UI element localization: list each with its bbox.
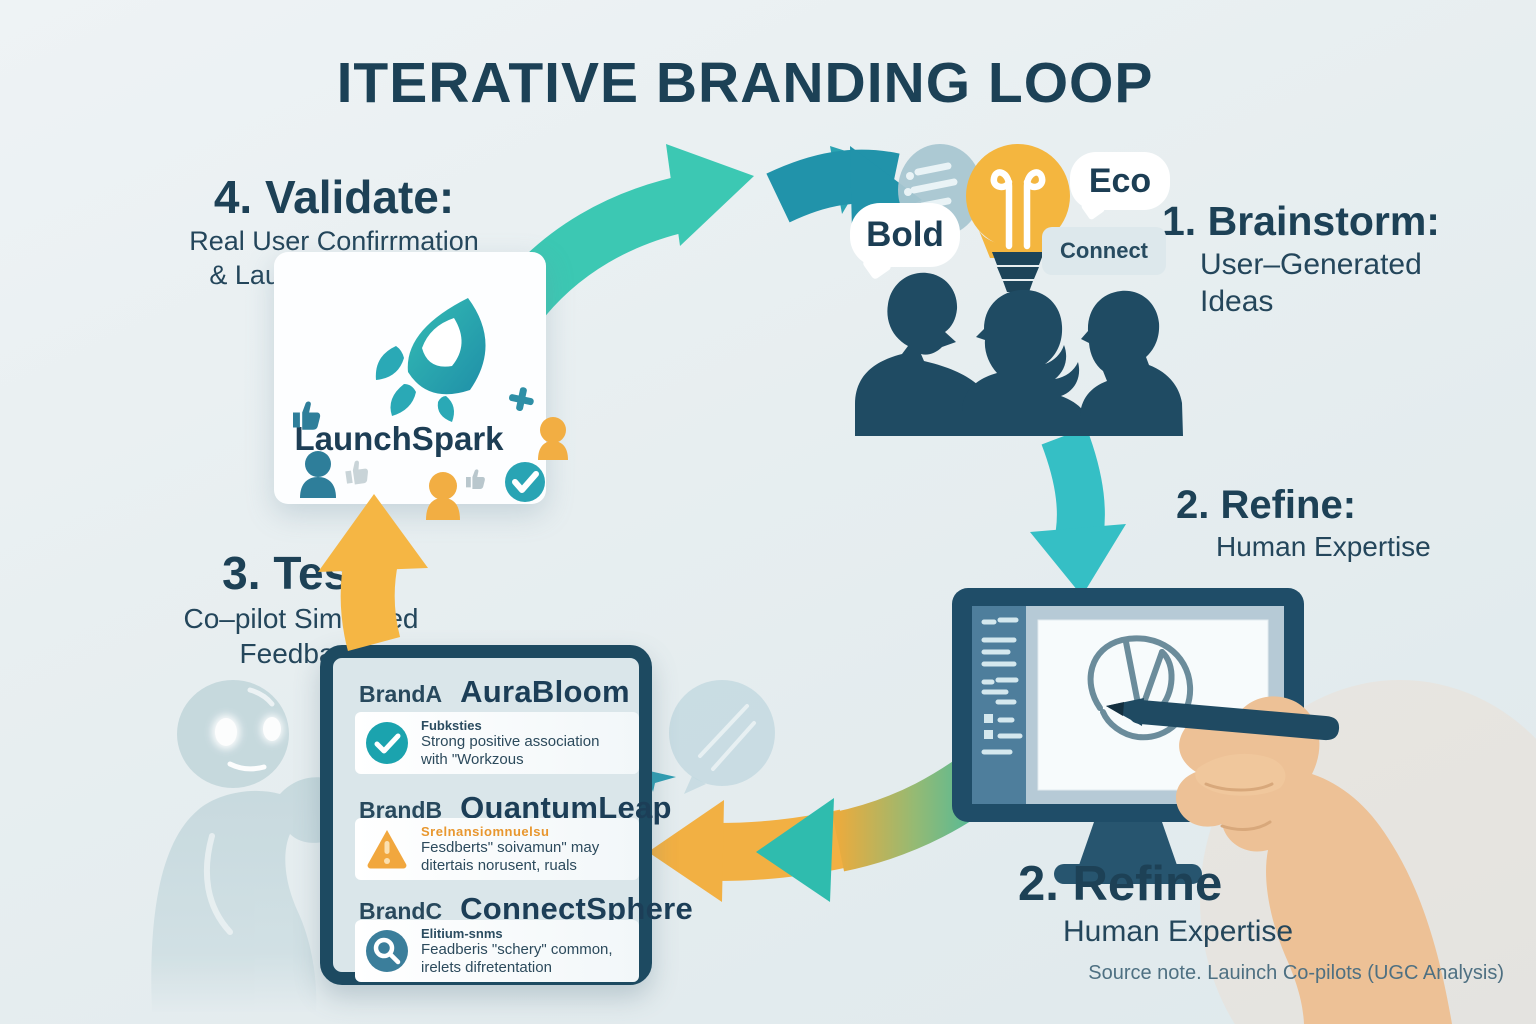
brand-feedback-card: Fubksties Strong positive association wi…	[355, 712, 639, 774]
step-refine-lower-sub: Human Expertise	[1063, 915, 1294, 948]
idea-bubble-connect: Connect	[1042, 227, 1166, 275]
step-brainstorm-sub1: User–Generated	[1200, 248, 1422, 281]
launchspark-card: LaunchSpark	[274, 252, 546, 504]
idea-bubble-connect-label: Connect	[1060, 238, 1148, 263]
loop-arrow-brainstorm-to-refine	[1030, 427, 1126, 596]
feedback-tablet: BrandA AuraBloom Fubksties Strong positi…	[320, 645, 693, 985]
brand-note-title: Srelnansiomnuelsu	[421, 824, 550, 839]
floating-speech-bubble	[669, 680, 775, 794]
brand-note-line1: Feadberis "schery" common,	[421, 941, 613, 958]
check-circle-icon	[366, 722, 408, 764]
brand-note: Fubksties Strong positive association wi…	[421, 718, 633, 768]
brand-note: Srelnansiomnuelsu Fesdberts" soivamun" m…	[421, 824, 633, 874]
step-refine-upper-sub: Human Expertise	[1216, 531, 1431, 562]
brand-note-line2: irelets difretentation	[421, 958, 552, 976]
step-validate-sub1: Real User Confirrmation	[189, 226, 479, 256]
step-brainstorm-heading: 1. Brainstorm:	[1162, 198, 1440, 244]
brand-note-line2: ditertais norusent, ruals	[421, 856, 577, 874]
step-validate-heading: 4. Validate:	[213, 171, 455, 223]
brand-note: Elitium-snms Feadberis "schery" common, …	[421, 926, 633, 976]
idea-bubble-bold-label: Bold	[866, 215, 944, 254]
brand-name: AuraBloom	[460, 674, 630, 709]
logo-sketch	[1087, 635, 1194, 741]
lightbulb-icon	[966, 144, 1070, 303]
design-monitor	[952, 588, 1304, 884]
brand-note-line2: with "Workzous	[421, 750, 524, 768]
step-refine-label-upper: 2. Refine: Human Expertise	[1176, 483, 1516, 563]
brand-name-label: LaunchSpark	[294, 420, 504, 457]
idea-bubble-eco: Eco	[1070, 152, 1170, 210]
idea-bubble-bold: Bold	[850, 203, 960, 267]
step-brainstorm: 1. Brainstorm: User–Generated Ideas	[1162, 198, 1522, 320]
loop-arrow-refine-to-test	[648, 732, 1029, 902]
brand-row-header: BrandA AuraBloom	[359, 674, 630, 710]
step-test-heading: 3. Test:	[222, 547, 380, 599]
warning-triangle-icon	[367, 830, 407, 869]
search-circle-icon	[366, 930, 408, 972]
stylus-pen-icon	[1106, 698, 1340, 741]
brand-label: BrandA	[359, 681, 443, 707]
loop-arrow-validate-to-brainstorm	[493, 144, 754, 326]
brand-note-title: Fubksties	[421, 718, 482, 733]
step-refine-upper-heading: 2. Refine:	[1176, 483, 1357, 527]
step-refine-label-lower: 2. Refine Human Expertise	[1018, 856, 1378, 949]
idea-bubble-eco-label: Eco	[1088, 161, 1152, 200]
brand-note-title: Elitium-snms	[421, 926, 503, 941]
brand-note-line1: Strong positive association	[421, 733, 600, 750]
step-refine-lower-heading: 2. Refine	[1018, 857, 1223, 911]
brand-feedback-card: Srelnansiomnuelsu Fesdberts" soivamun" m…	[355, 818, 639, 880]
step-brainstorm-sub2: Ideas	[1200, 285, 1274, 319]
source-note: Source note. Lauinch Co-pilots (UGC Anal…	[1088, 962, 1504, 984]
brand-label: BrandC	[359, 898, 443, 924]
brand-note-line1: Fesdberts" soivamun" may	[421, 839, 600, 856]
toolbar-icons	[981, 617, 1023, 755]
brainstormers-silhouettes	[855, 272, 1183, 436]
step-test-sub1: Co–pilot Simulated	[183, 603, 419, 634]
page-title: ITERATIVE BRANDING LOOP	[336, 51, 1154, 115]
brand-feedback-card: Elitium-snms Feadberis "schery" common, …	[355, 920, 639, 982]
